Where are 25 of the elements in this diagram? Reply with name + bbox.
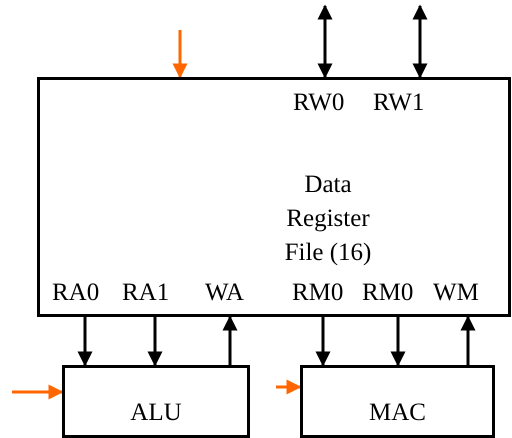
arrow <box>276 380 302 394</box>
unit-box <box>62 365 250 438</box>
port-label: WA <box>205 280 244 306</box>
arrow <box>412 4 428 78</box>
arrow <box>222 316 238 365</box>
arrow <box>390 317 406 366</box>
port-label: RW1 <box>373 90 424 116</box>
block-label: MAC <box>368 398 427 428</box>
unit-box <box>300 365 495 438</box>
port-label: RM0 <box>362 280 414 306</box>
port-label: RM0 <box>292 280 344 306</box>
port-label: RA1 <box>122 280 170 306</box>
block-label: Data Register File (16) <box>284 170 372 268</box>
port-label: WM <box>433 280 479 306</box>
register-file-box <box>37 77 511 317</box>
arrow <box>12 384 64 400</box>
arrow <box>316 317 330 366</box>
arrow <box>460 316 476 365</box>
arrow <box>172 30 188 78</box>
arrow <box>318 4 332 78</box>
arrow <box>148 317 162 366</box>
arrow <box>78 317 92 366</box>
port-label: RA0 <box>52 280 100 306</box>
port-label: RW0 <box>293 90 344 116</box>
block-label: ALU <box>129 398 183 428</box>
